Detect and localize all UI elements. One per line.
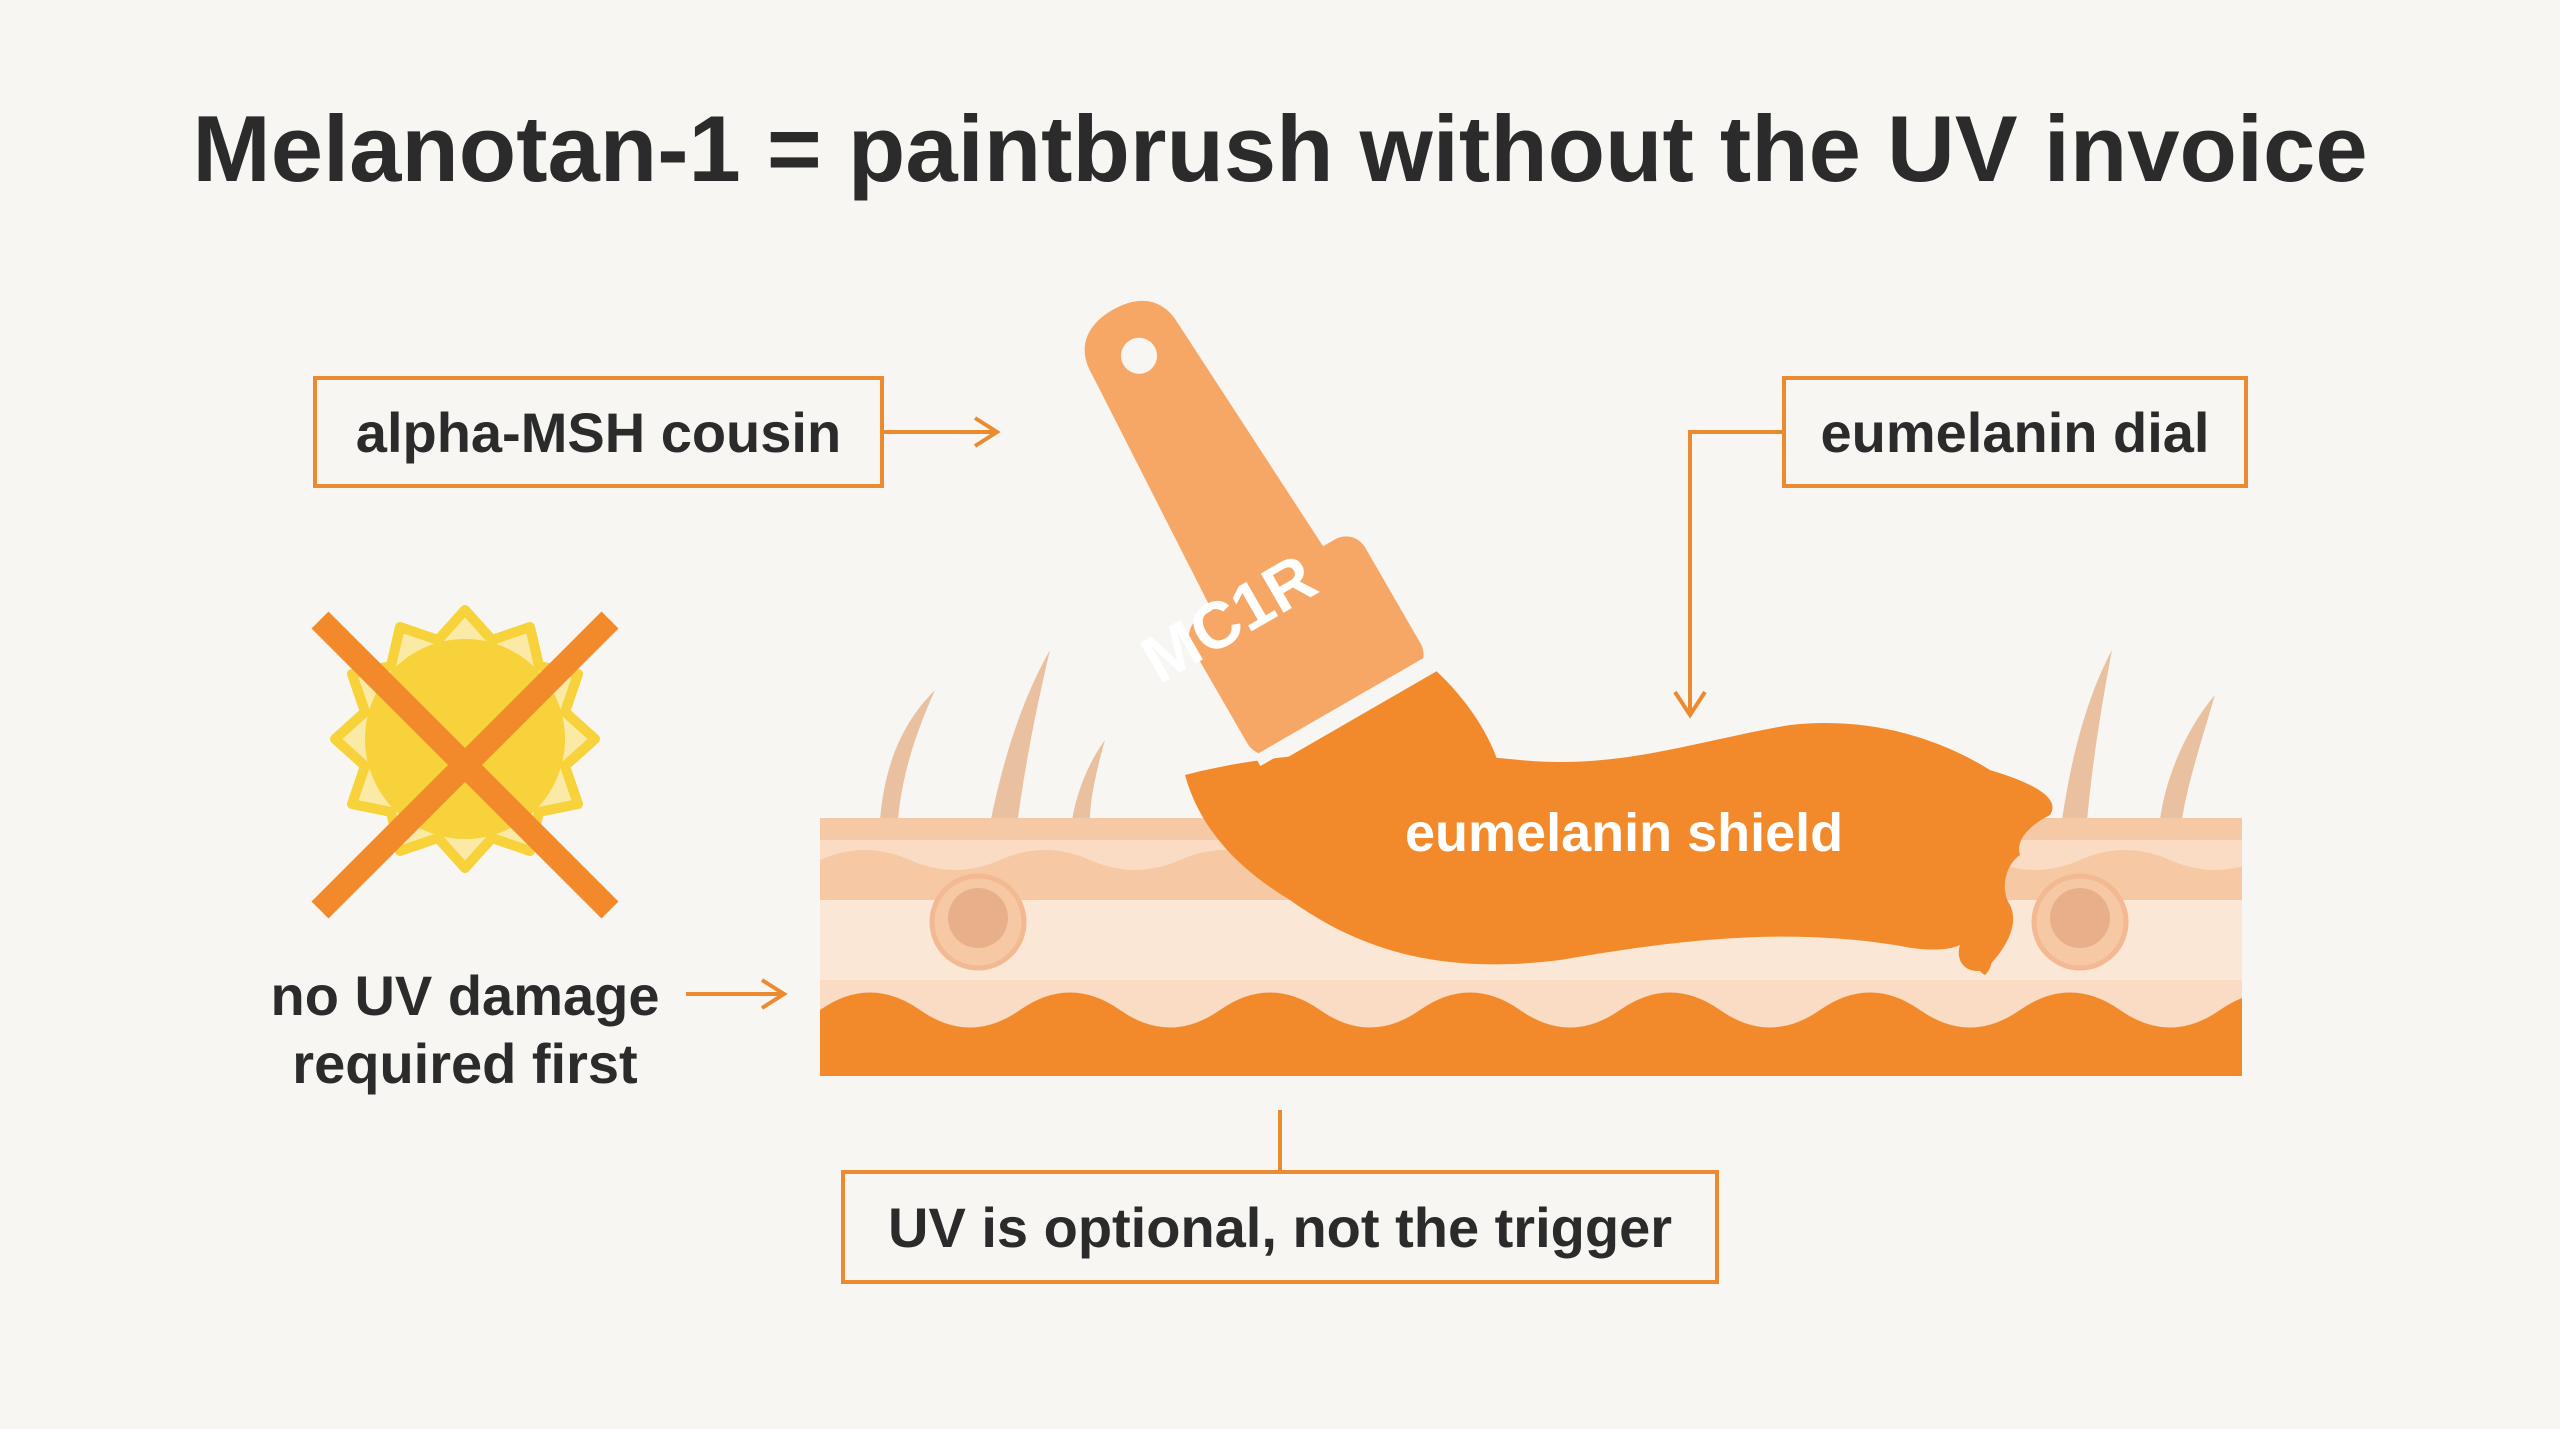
uv-optional-text: UV is optional, not the trigger xyxy=(888,1195,1672,1259)
paintbrush-icon xyxy=(1084,300,1505,880)
crossed-out-sun-icon xyxy=(311,605,619,919)
connector-arrows xyxy=(686,416,1782,1170)
no-uv-damage-line2: required first xyxy=(292,1032,638,1095)
alpha-msh-cousin-text: alpha-MSH cousin xyxy=(355,400,842,464)
alpha-msh-cousin-label: alpha-MSH cousin xyxy=(313,376,884,488)
uv-optional-label: UV is optional, not the trigger xyxy=(841,1170,1719,1284)
page-title: Melanotan-1 = paintbrush without the UV … xyxy=(192,96,2368,201)
eumelanin-shield-label: eumelanin shield xyxy=(1405,803,1844,863)
no-uv-damage-label: no UV damage required first xyxy=(230,962,700,1098)
no-uv-damage-line1: no UV damage xyxy=(270,964,660,1027)
eumelanin-dial-text: eumelanin dial xyxy=(1820,400,2210,464)
eumelanin-dial-label: eumelanin dial xyxy=(1782,376,2248,488)
sun-core xyxy=(365,639,565,839)
